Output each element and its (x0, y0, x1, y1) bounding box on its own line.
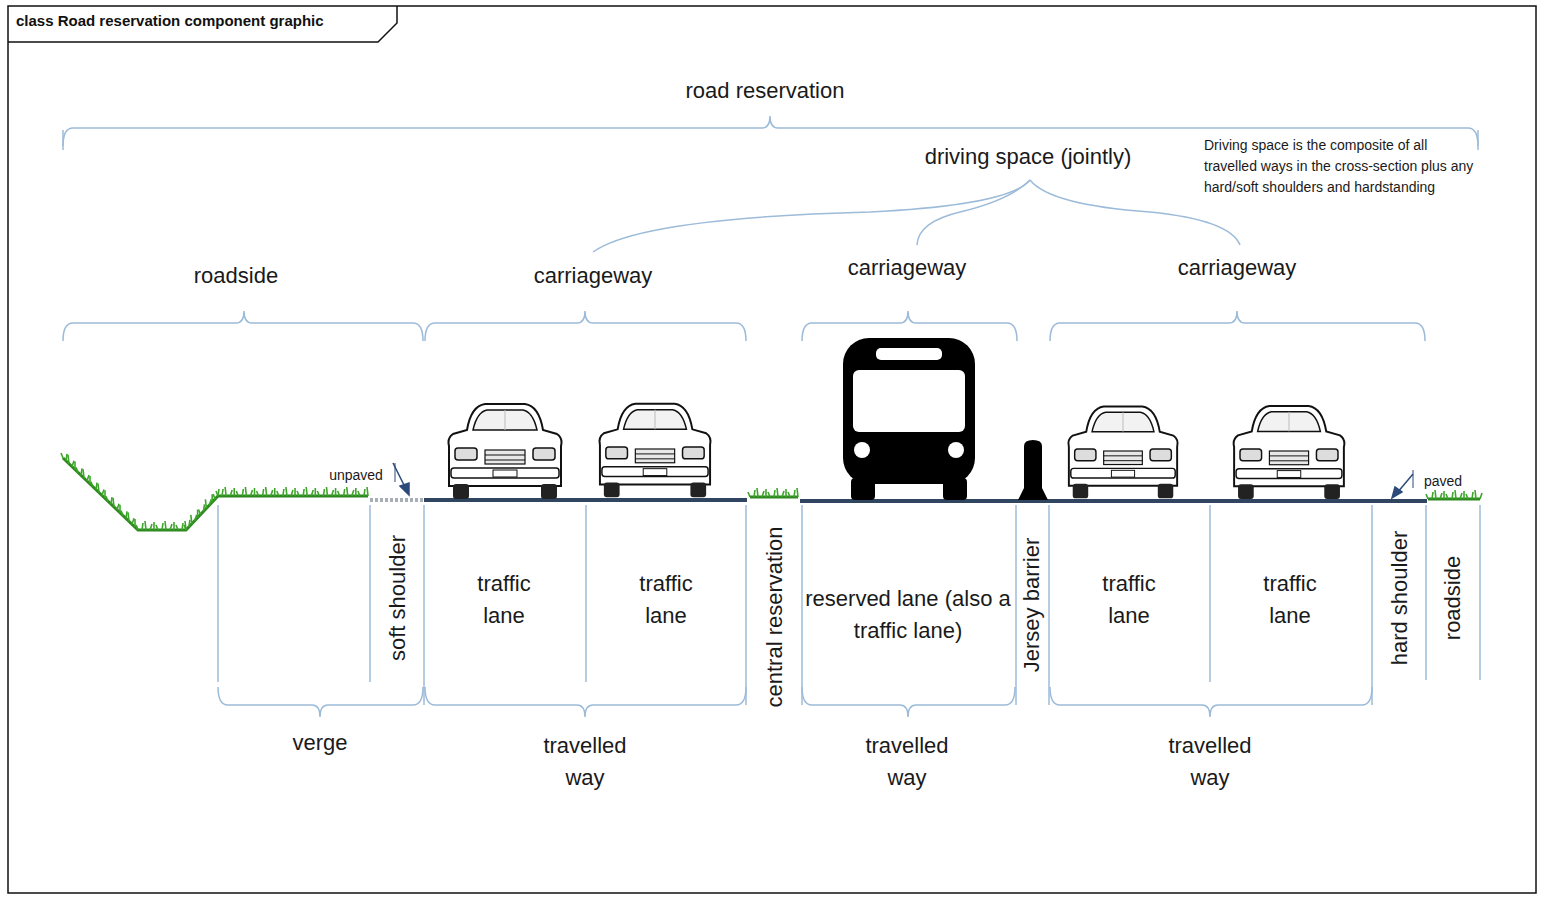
bracket (218, 687, 423, 717)
rotated-label: central reservation (764, 527, 786, 708)
section-label: driving space (jointly) (878, 141, 1178, 173)
bracket (802, 311, 1017, 341)
bracket (802, 687, 1015, 717)
rotated-label: roadside (1442, 556, 1464, 640)
part-label: traffic lane (458, 568, 550, 632)
note-text: Driving space is the composite of all tr… (1204, 135, 1479, 198)
part-label: traffic lane (1083, 568, 1175, 632)
bracket (425, 687, 746, 717)
part-label: carriageway (503, 260, 683, 292)
part-label: paved (1413, 471, 1473, 491)
rotated-label: soft shoulder (387, 535, 409, 661)
bracket (1050, 687, 1372, 717)
part-label: travelled way (1154, 730, 1266, 794)
part-label: travelled way (529, 730, 641, 794)
bracket (63, 311, 423, 341)
part-label: reserved lane (also a traffic lane) (804, 583, 1012, 647)
section-label: road reservation (605, 75, 925, 107)
part-label: traffic lane (1244, 568, 1336, 632)
part-label: traffic lane (620, 568, 712, 632)
part-label: travelled way (851, 730, 963, 794)
rotated-label: hard shoulder (1389, 531, 1411, 666)
frame-title: class Road reservation component graphic (16, 12, 324, 29)
bracket (425, 311, 746, 341)
part-label: unpaved (316, 465, 396, 485)
part-label: verge (270, 727, 370, 759)
bracket (1050, 311, 1425, 341)
part-label: carriageway (1147, 252, 1327, 284)
part-label: carriageway (817, 252, 997, 284)
rotated-label: Jersey barrier (1021, 538, 1043, 672)
part-label: roadside (156, 260, 316, 292)
